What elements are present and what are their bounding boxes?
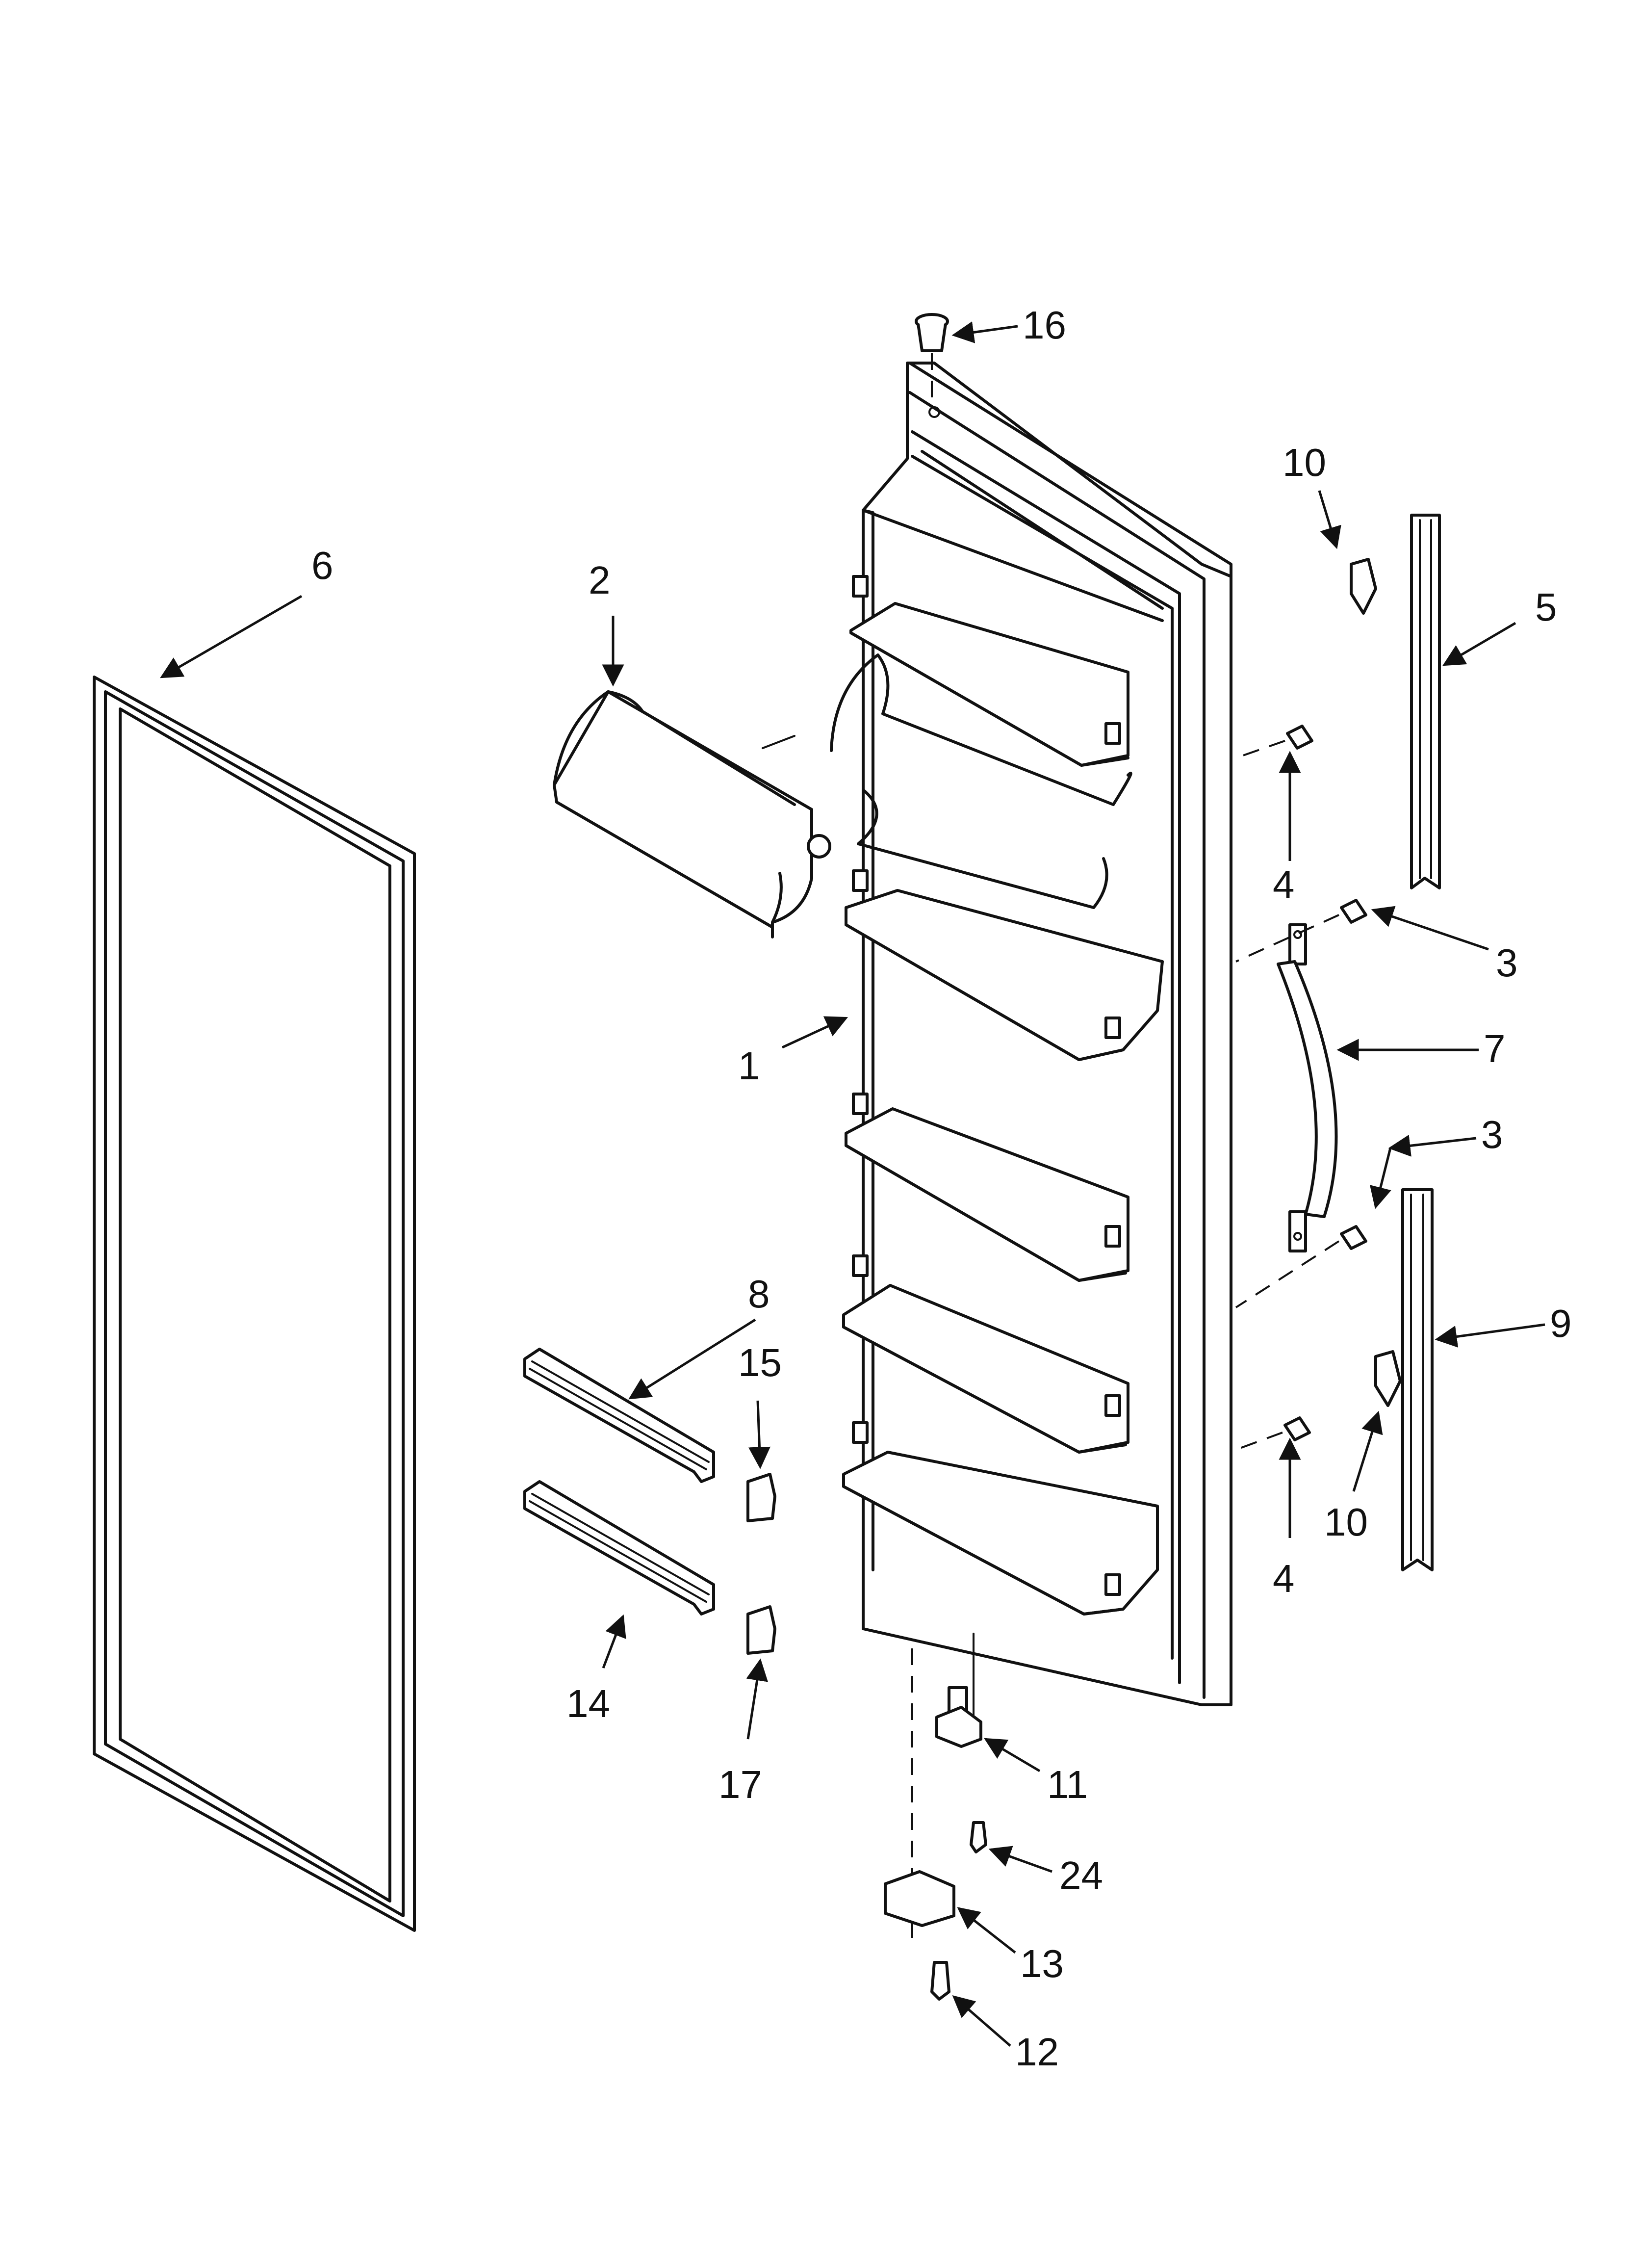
bin-14-part — [523, 1480, 715, 1616]
door-liner-part — [830, 362, 1232, 1706]
callout-9: 9 — [1550, 1302, 1572, 1345]
callout-7: 7 — [1484, 1027, 1506, 1070]
callout-13: 13 — [1020, 1942, 1064, 1985]
bin-8-part — [523, 1348, 715, 1483]
callout-24: 24 — [1059, 1853, 1103, 1897]
callout-15: 15 — [738, 1341, 782, 1384]
callout-3b: 3 — [1481, 1113, 1503, 1156]
trim-top-part — [1410, 514, 1441, 889]
callout-10b: 10 — [1324, 1500, 1368, 1544]
callout-labels: 16 6 2 1 10 5 4 3 7 3 9 10 4 8 15 14 17 … — [311, 303, 1572, 2074]
callout-2: 2 — [589, 558, 611, 602]
handle-part — [1277, 923, 1338, 1252]
clip-17-part — [746, 1605, 776, 1655]
callout-16: 16 — [1023, 303, 1066, 347]
hinge-parts — [884, 1633, 987, 2001]
callout-10a: 10 — [1283, 441, 1326, 484]
door-gasket-part — [93, 676, 416, 1932]
plug-part — [915, 313, 949, 402]
callout-17: 17 — [718, 1763, 762, 1806]
callout-12: 12 — [1015, 2030, 1059, 2074]
screws-right — [1235, 725, 1367, 1451]
clip-top-part — [1350, 558, 1377, 615]
clip-bottom-part — [1374, 1350, 1402, 1407]
callout-1: 1 — [738, 1044, 760, 1088]
callout-5: 5 — [1535, 585, 1557, 629]
callout-4a: 4 — [1273, 862, 1295, 906]
trim-bottom-part — [1401, 1188, 1434, 1571]
callout-11: 11 — [1047, 1763, 1088, 1806]
callout-3a: 3 — [1496, 941, 1518, 985]
leader-arrows — [160, 321, 1545, 2047]
callout-8: 8 — [748, 1272, 770, 1316]
callout-6: 6 — [311, 544, 334, 587]
dairy-door-part — [553, 690, 831, 938]
callout-4b: 4 — [1273, 1557, 1295, 1600]
callout-14: 14 — [566, 1682, 610, 1725]
clip-15-part — [746, 1473, 776, 1522]
